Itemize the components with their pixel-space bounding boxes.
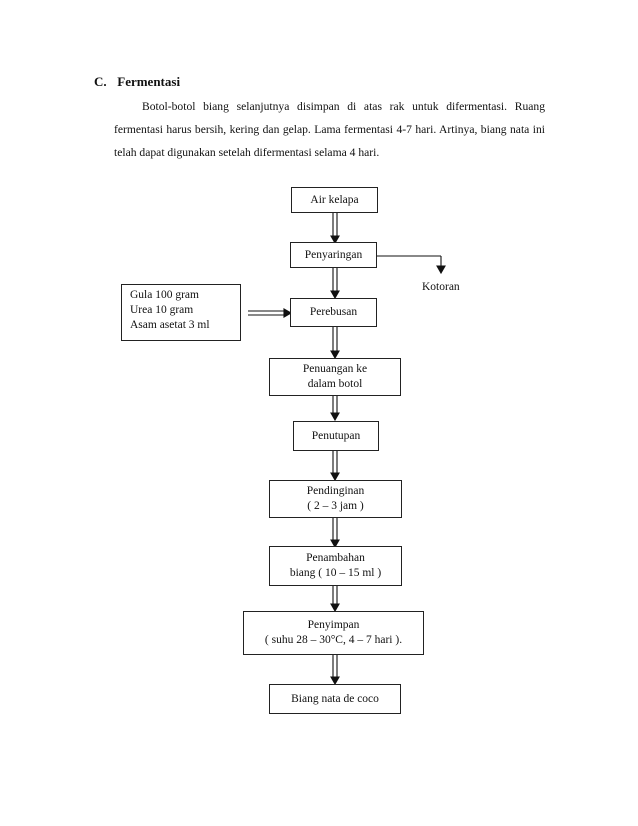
flow-step-penyimpan: Penyimpan ( suhu 28 – 30°C, 4 – 7 hari )… (243, 611, 424, 655)
arrow-6 (330, 518, 340, 549)
step-label-line1: Penambahan (306, 552, 365, 564)
section-number: C. (94, 74, 107, 89)
step-label: Biang nata de coco (291, 692, 379, 705)
arrow-4 (330, 396, 340, 422)
ingredient-item: Gula 100 gram (130, 289, 199, 301)
ingredient-item: Asam asetat 3 ml (130, 319, 210, 331)
flow-step-penuangan: Penuangan ke dalam botol (269, 358, 401, 396)
step-label: Penyaringan (304, 248, 363, 261)
step-label: Penutupan (311, 429, 361, 442)
flow-step-penyaringan: Penyaringan (290, 242, 377, 268)
flow-step-biang-nata: Biang nata de coco (269, 684, 401, 714)
byproduct-label: Kotoran (422, 281, 460, 293)
section-heading: C. Fermentasi (94, 74, 180, 90)
flow-step-perebusan: Perebusan (290, 298, 377, 327)
byproduct-arrow (377, 255, 446, 275)
step-label-line2: ( suhu 28 – 30°C, 4 – 7 hari ). (264, 634, 403, 646)
ingredients-arrow (248, 308, 293, 318)
arrow-2 (330, 268, 340, 300)
step-label-line2: ( 2 – 3 jam ) (307, 500, 364, 512)
ingredient-item: Urea 10 gram (130, 304, 194, 316)
step-label-line1: Penuangan ke (302, 363, 368, 375)
step-label: Perebusan (309, 306, 358, 318)
arrow-3 (330, 327, 340, 360)
step-label: Air kelapa (310, 193, 359, 206)
arrow-8 (330, 655, 340, 686)
step-label-line2: biang ( 10 – 15 ml ) (289, 567, 382, 579)
flow-step-penutupan: Penutupan (293, 421, 379, 451)
section-title: Fermentasi (117, 74, 181, 89)
arrow-7 (330, 586, 340, 613)
flow-step-penambahan: Penambahan biang ( 10 – 15 ml ) (269, 546, 402, 586)
arrow-5 (330, 451, 340, 482)
section-paragraph: Botol-botol biang selanjutnya disimpan d… (114, 100, 545, 159)
flow-step-pendinginan: Pendinginan ( 2 – 3 jam ) (269, 480, 402, 518)
step-label-line2: dalam botol (307, 378, 363, 390)
arrow-1 (330, 213, 340, 245)
ingredients-box: Gula 100 gram Urea 10 gram Asam asetat 3… (121, 284, 241, 341)
step-label-line1: Pendinginan (306, 485, 365, 497)
flow-step-air-kelapa: Air kelapa (291, 187, 378, 213)
step-label-line1: Penyimpan (307, 619, 360, 631)
section-paragraph-block: Botol-botol biang selanjutnya disimpan d… (114, 95, 545, 164)
